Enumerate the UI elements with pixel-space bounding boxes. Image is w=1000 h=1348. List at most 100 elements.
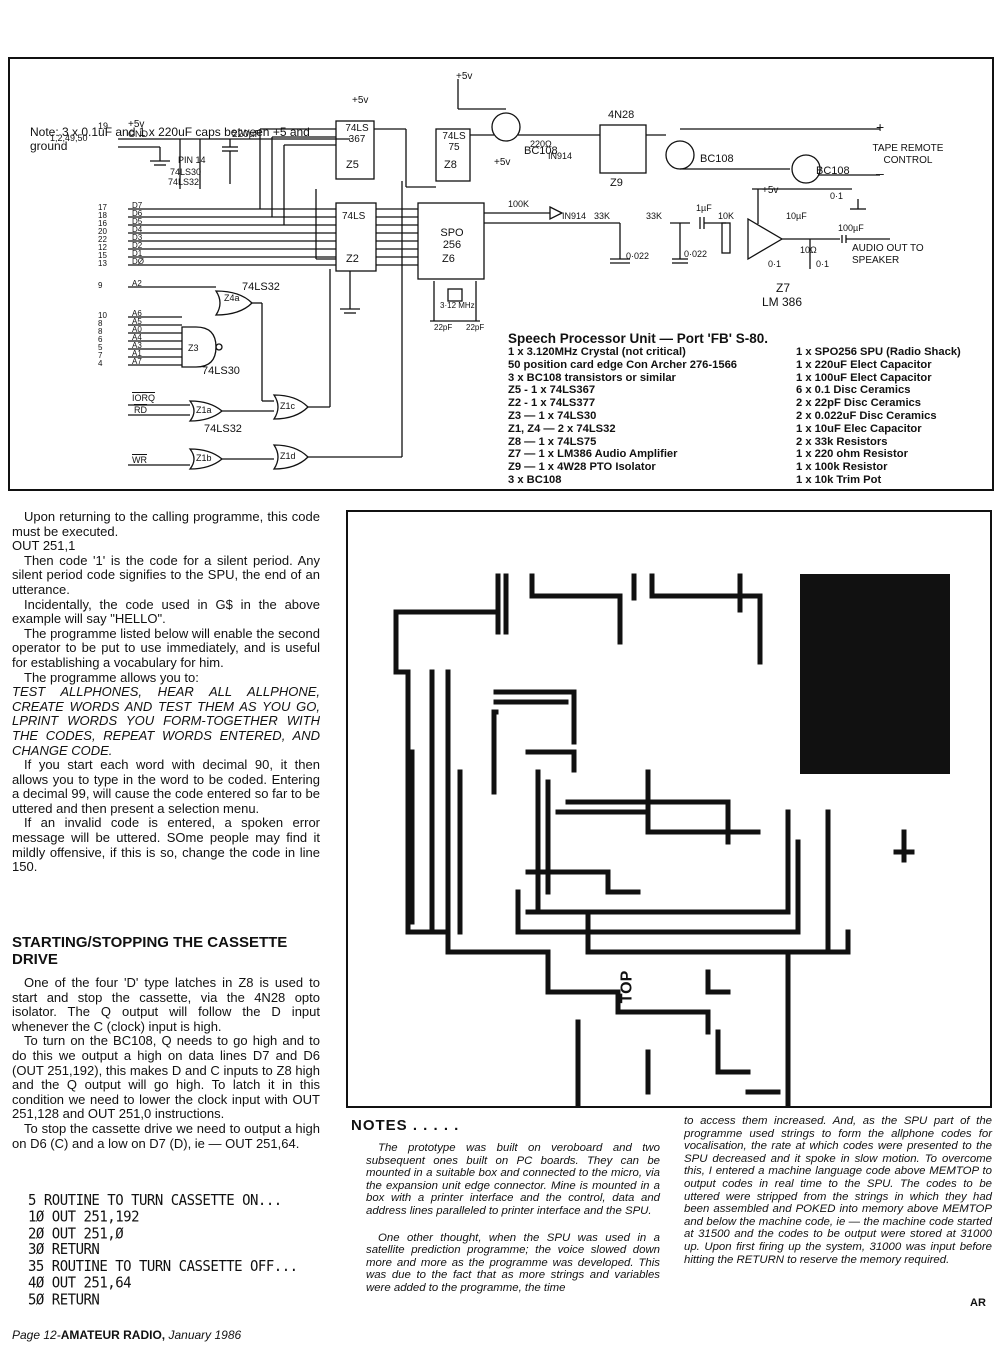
gnd-pins-label: 1,2,49,50 <box>50 133 88 143</box>
tape-plus-label: + <box>876 119 885 135</box>
xtal-label: 3·12 MHz <box>440 301 475 310</box>
code-line: 5Ø RETURN <box>28 1291 100 1309</box>
data-line-label: D3 <box>132 233 143 242</box>
plus5v-label: +5v <box>456 71 473 82</box>
audio-out-label: AUDIO OUT TO SPEAKER <box>852 243 924 266</box>
code-line: 3Ø RETURN <box>28 1241 100 1259</box>
code-line: 1Ø OUT 251,192 <box>28 1208 140 1226</box>
r100k-label: 100K <box>508 199 530 209</box>
z5-chip-label: 74LS 367 <box>345 123 369 145</box>
address-line-pin: 8 <box>98 327 103 336</box>
data-line-label: D6 <box>132 209 143 218</box>
iorq-label: IORQ <box>132 393 156 403</box>
bc108-label-1: BC108 <box>524 145 558 157</box>
r33k-label-2: 33K <box>646 211 663 221</box>
plus5v-z5-label: +5v <box>352 95 369 106</box>
z1b-label: Z1b <box>196 453 212 463</box>
z8-ref-label: Z8 <box>444 159 457 171</box>
parts-list-item: Z1, Z4 — 2 x 74LS32 <box>508 422 616 435</box>
z6-chip-label: SPO 256 <box>440 227 464 251</box>
paragraph: The prototype was built on veroboard and… <box>366 1142 660 1217</box>
c0022-label-1: 0·022 <box>626 251 650 261</box>
z2-chip-label: 74LS <box>342 211 366 222</box>
paragraph: The programme listed below will enable t… <box>12 625 320 670</box>
parts-list-item: 1 x 3.120MHz Crystal (not critical) <box>508 346 686 358</box>
parts-list-item: Z5 - 1 x 74LS367 <box>508 384 596 397</box>
z8-chip-label: 74LS 75 <box>442 131 466 153</box>
z1d-label: Z1d <box>280 451 296 461</box>
gate-74ls32-label-1: 74LS32 <box>242 281 280 293</box>
notes-column-1: The prototype was built on veroboard and… <box>366 1142 660 1295</box>
parts-list-item: 1 x 220 ohm Resistor <box>796 448 908 461</box>
r33k-label-1: 33K <box>594 211 611 221</box>
z7-label: Z7 <box>776 281 791 295</box>
data-line-pin: 13 <box>98 259 107 268</box>
parts-list-item: Z3 — 1 x 74LS30 <box>508 409 597 422</box>
code-inline: OUT 251,1 <box>12 538 76 554</box>
parts-list-item: 3 x BC108 transistors or similar <box>508 371 676 384</box>
data-line-label: D7 <box>132 201 143 210</box>
parts-list-item: Z2 - 1 x 74LS377 <box>508 397 596 410</box>
parts-list-item: Z9 — 1 x 4W28 PTO Isolator <box>508 461 656 474</box>
tape-minus-label: – <box>876 165 884 181</box>
tape-remote-label: TAPE REMOTE CONTROL <box>872 143 944 166</box>
parts-list-right: 1 x SPO256 SPU (Radio Shack)1 x 220uF El… <box>796 346 961 487</box>
paragraph: Then code '1' is the code for a silent p… <box>12 552 320 597</box>
page-footer: Page 12-AMATEUR RADIO, January 1986 <box>12 1328 241 1342</box>
gnd-label: GND <box>128 129 148 139</box>
address-line-pin: 10 <box>98 311 107 320</box>
z1c-label: Z1c <box>280 401 296 411</box>
article-left-column: Upon returning to the calling programme,… <box>12 509 320 875</box>
data-line-pin: 18 <box>98 211 107 220</box>
section-heading: STARTING/STOPPING THE CASSETTE DRIVE <box>12 934 288 968</box>
address-line-pin: 7 <box>98 351 103 360</box>
address-line-label: A5 <box>132 317 142 326</box>
data-line-pin: 20 <box>98 227 107 236</box>
section-cassette: STARTING/STOPPING THE CASSETTE DRIVE One… <box>12 934 320 1151</box>
rd-label: RD <box>134 405 147 415</box>
data-line-label: D2 <box>132 241 143 250</box>
cap220-label: 220µF <box>232 129 261 140</box>
parts-list-item: 3 x BC108 <box>508 473 562 486</box>
parts-list-item: 1 x 100k Resistor <box>796 461 888 474</box>
paragraph: Incidentally, the code used in G$ in the… <box>12 596 320 627</box>
parts-list-title: Speech Processor Unit — Port 'FB' S-80. <box>508 331 768 346</box>
data-line-pin: 15 <box>98 251 107 260</box>
data-line-pin: 12 <box>98 243 107 252</box>
pcb-traces <box>393 573 950 1115</box>
r10-label: 10Ω <box>800 245 817 255</box>
magazine-title: AMATEUR RADIO, <box>60 1328 166 1342</box>
pcb-layout: TOP <box>346 510 992 1115</box>
paragraph: One other thought, when the SPU was used… <box>366 1231 660 1294</box>
address-line-label: A1 <box>132 349 142 358</box>
data-line-pin: 22 <box>98 235 107 244</box>
pin14-label: PIN 14 <box>178 155 206 165</box>
z4a-label: Z4a <box>224 293 240 303</box>
feature-list: TEST ALLPHONES, HEAR ALL ALLPHONE, CREAT… <box>12 684 320 758</box>
parts-list-item: Z7 — 1 x LM386 Audio Amplifier <box>508 448 678 461</box>
paragraph: to access them increased. And, as the SP… <box>684 1115 992 1266</box>
gate-74ls32-label-2: 74LS32 <box>204 423 242 435</box>
data-line-label: DØ <box>132 257 144 266</box>
address-line-label: A3 <box>132 341 142 350</box>
notes-column-2: to access them increased. And, as the SP… <box>684 1115 992 1266</box>
bc108-label-3: BC108 <box>816 165 850 177</box>
address-line-pin: 4 <box>98 359 103 368</box>
parts-list-left: 1 x 3.120MHz Crystal (not critical)50 po… <box>508 346 737 487</box>
plus5v-amp-label: +5v <box>762 185 779 196</box>
c10u-label: 10µF <box>786 211 807 221</box>
data-line-pin: 16 <box>98 219 107 228</box>
code-line: 2Ø OUT 251,Ø <box>28 1225 124 1243</box>
address-line-pin: 9 <box>98 281 103 290</box>
code-line: 4Ø OUT 251,64 <box>28 1275 132 1292</box>
parts-list-item: 1 x 10k Trim Pot <box>796 473 882 486</box>
parts-list-item: 1 x SPO256 SPU (Radio Shack) <box>796 346 961 358</box>
parts-list-item: 2 x 33k Resistors <box>796 435 888 448</box>
r220-label: 220Ω <box>530 139 552 149</box>
plus5v-input-label: +5v <box>128 119 145 130</box>
c0022-label-2: 0·022 <box>684 249 708 259</box>
code-line: 35 ROUTINE TO TURN CASSETTE OFF... <box>28 1258 298 1276</box>
address-line-pin: 5 <box>98 343 103 352</box>
address-line-pin: 8 <box>98 319 103 328</box>
paragraph: Upon returning to the calling programme,… <box>12 509 320 539</box>
